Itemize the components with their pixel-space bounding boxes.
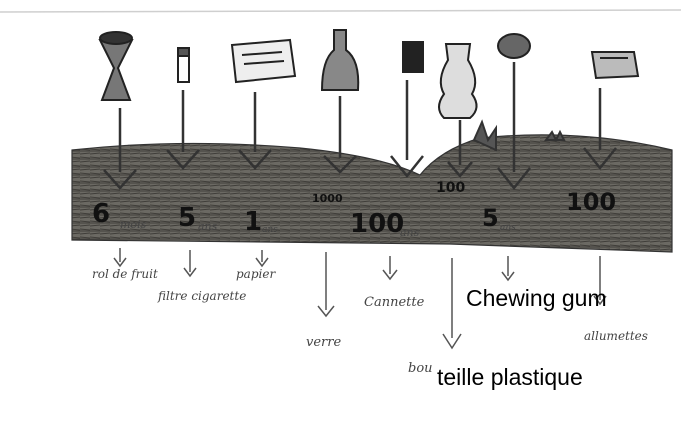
duration-1000: 1000 bbox=[312, 192, 343, 205]
svg-text:bou: bou bbox=[408, 361, 433, 376]
can-object bbox=[403, 42, 423, 72]
handwritten-item-names: rol de fruit filtre cigarette papier ver… bbox=[92, 267, 648, 376]
duration-100-small: 100 bbox=[436, 180, 465, 196]
svg-text:papier: papier bbox=[236, 267, 276, 281]
plastic-bottle-object bbox=[439, 44, 477, 118]
duration-100: 100 bbox=[350, 209, 404, 239]
plastic-bottle-label: teille plastique bbox=[437, 366, 583, 389]
svg-text:filtre cigarette: filtre cigarette bbox=[157, 289, 246, 303]
svg-text:verre: verre bbox=[306, 335, 341, 350]
newspaper-object bbox=[232, 40, 295, 82]
chewing-gum-object bbox=[498, 34, 530, 58]
svg-text:mois: mois bbox=[120, 218, 147, 231]
svg-text:ans: ans bbox=[262, 225, 278, 235]
matchbox-object bbox=[592, 52, 638, 78]
duration-5b: 5 bbox=[482, 204, 499, 232]
svg-text:ans: ans bbox=[400, 226, 420, 239]
duration-5: 5 bbox=[178, 203, 196, 233]
cigarette-object bbox=[178, 48, 189, 82]
svg-text:rol de fruit: rol de fruit bbox=[92, 267, 158, 281]
svg-text:ans: ans bbox=[198, 220, 218, 233]
duration-100b: 100 bbox=[566, 188, 616, 216]
glass-bottle-object bbox=[322, 30, 358, 90]
svg-text:Cannette: Cannette bbox=[364, 295, 425, 310]
svg-text:ans: ans bbox=[500, 223, 516, 233]
svg-text:allumettes: allumettes bbox=[584, 329, 648, 343]
duration-1: 1 bbox=[244, 207, 262, 237]
fruit-roll-object bbox=[100, 32, 132, 100]
chewing-gum-label: Chewing gum bbox=[466, 287, 607, 310]
duration-6: 6 bbox=[92, 199, 110, 229]
